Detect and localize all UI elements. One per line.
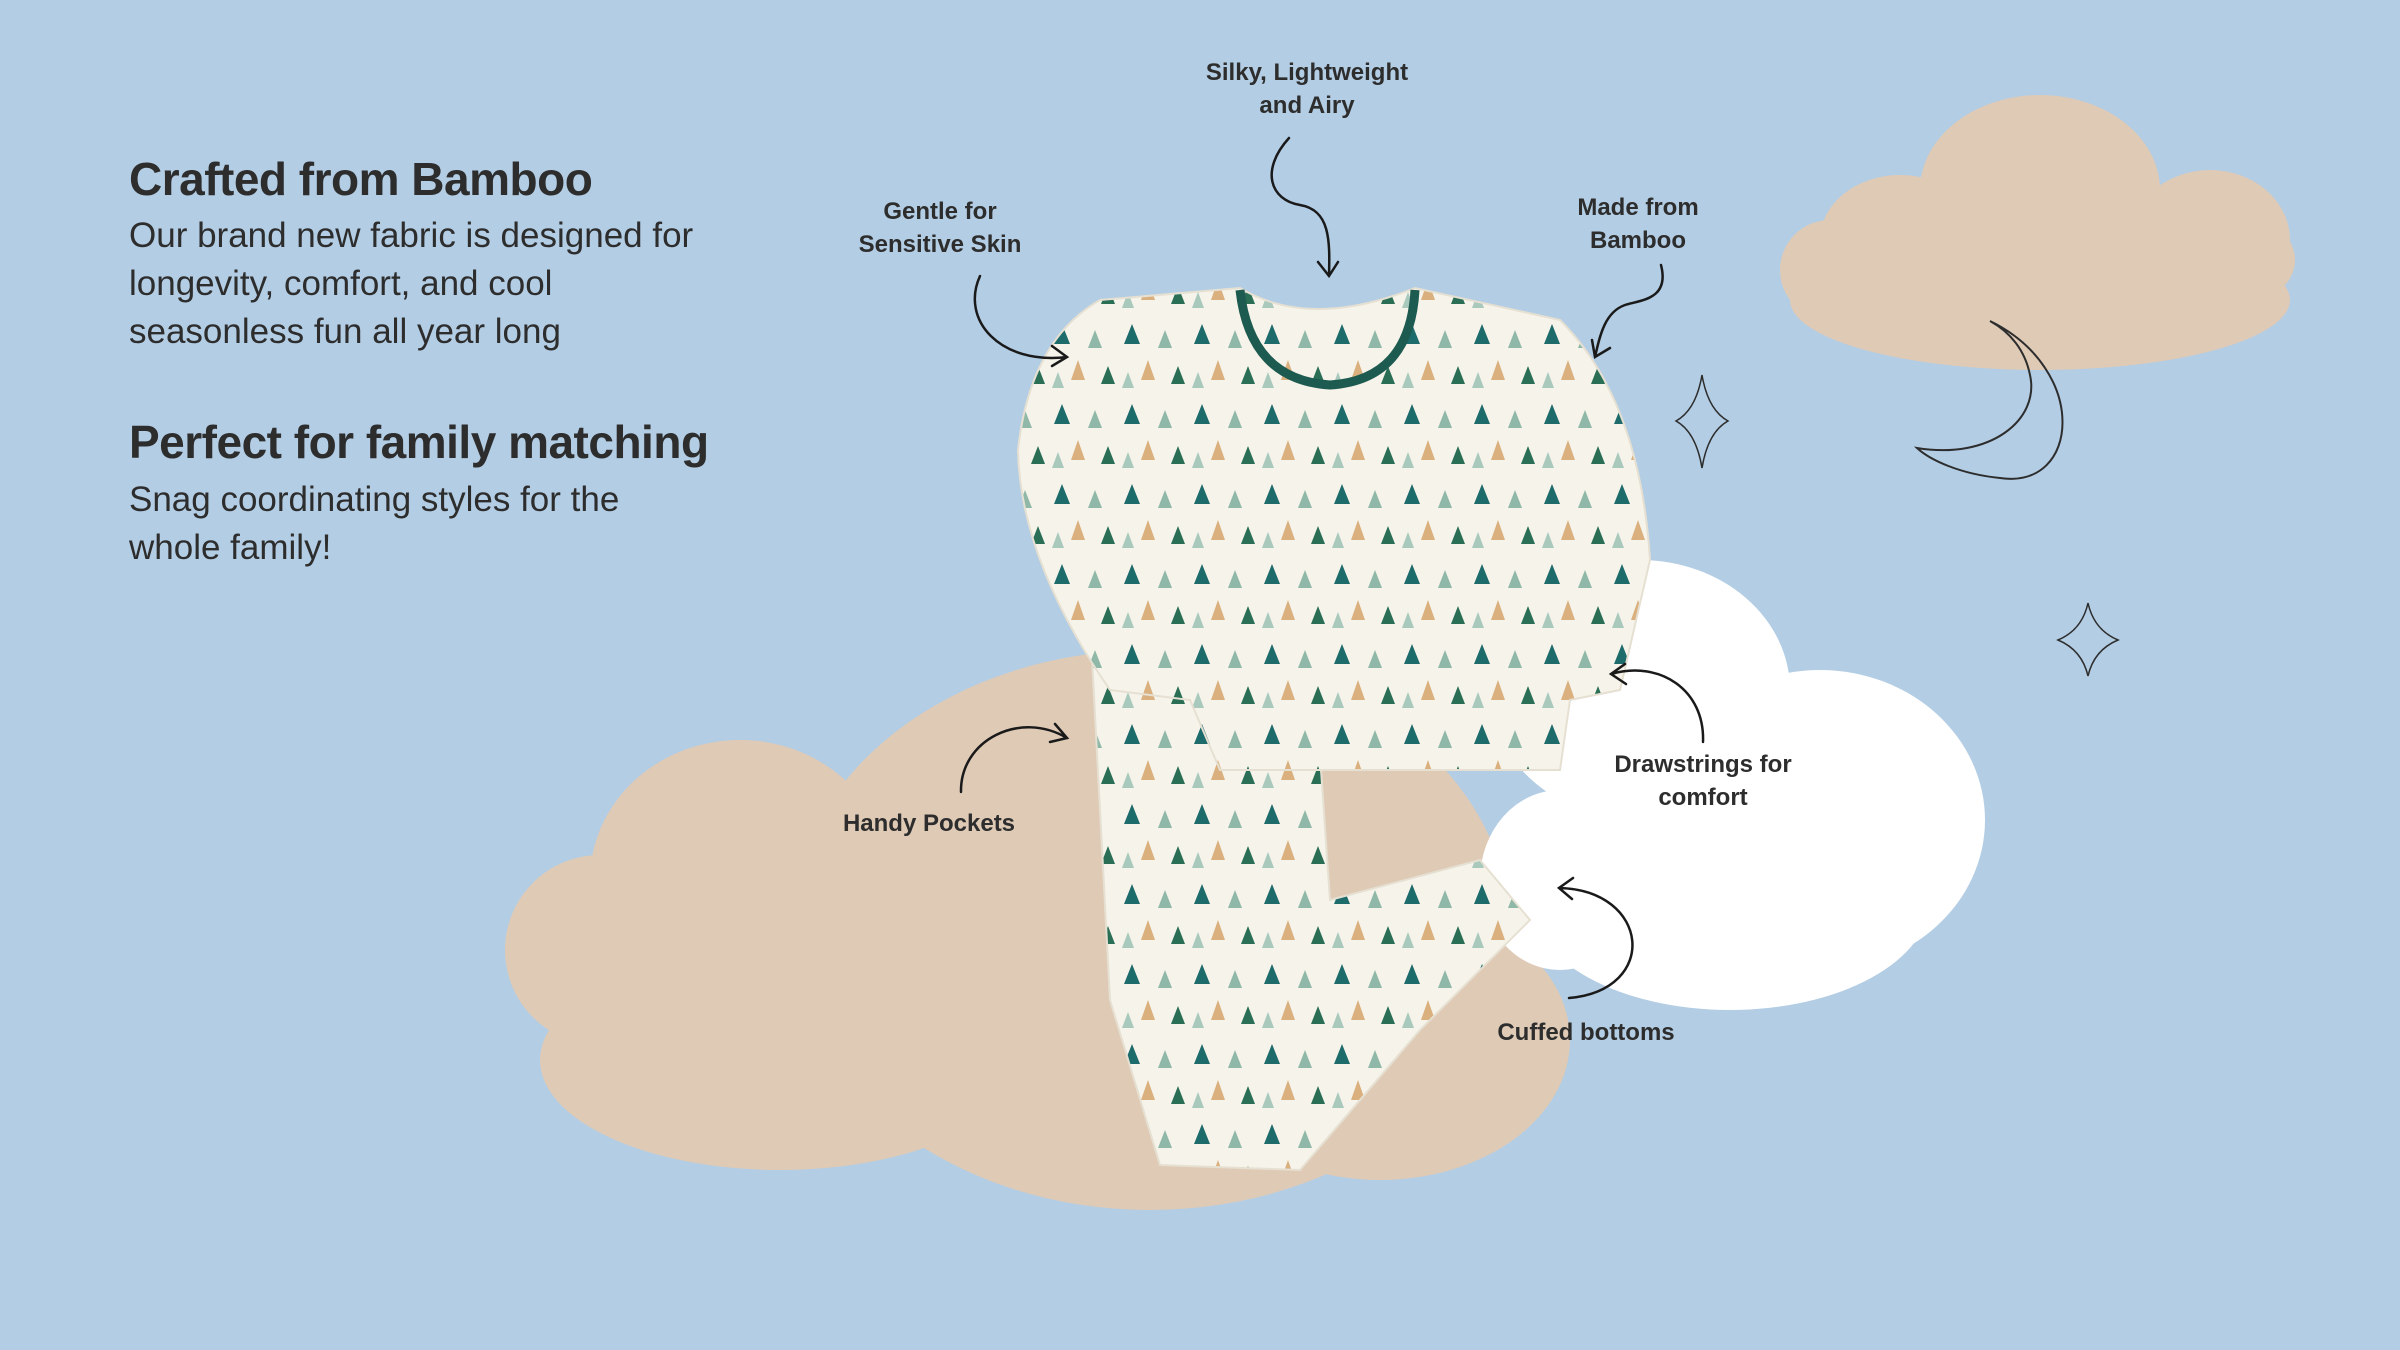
star-icon (1674, 374, 1730, 469)
arrow-pockets (959, 722, 1070, 794)
body-line: seasonless fun all year long (129, 312, 561, 351)
callout-line: Cuffed bottoms (1497, 1019, 1675, 1046)
callout-line: Gentle for (883, 198, 997, 225)
arrow-drawstrings (1608, 662, 1705, 744)
section-title-bamboo: Crafted from Bamboo (129, 153, 593, 205)
star-icon (2056, 602, 2120, 677)
callout-silky: Silky, Lightweight and Airy (1206, 56, 1408, 122)
arrow-silky (1270, 136, 1340, 279)
pajama-shirt (1016, 286, 1652, 771)
arrow-gentle (973, 274, 1070, 368)
callout-line: Silky, Lightweight (1205, 59, 1409, 86)
callout-gentle: Gentle for Sensitive Skin (859, 195, 1022, 261)
callout-line: comfort (1658, 784, 1748, 811)
arrow-cuffed (1556, 876, 1634, 1000)
callout-cuffed: Cuffed bottoms (1497, 1016, 1674, 1049)
callout-line: Handy Pockets (842, 810, 1016, 837)
body-line: Our brand new fabric is designed for (129, 216, 694, 255)
callout-line: and Airy (1259, 92, 1355, 119)
beige-cloud-small (1780, 95, 2295, 370)
body-line: Snag coordinating styles for the (129, 480, 620, 519)
callout-line: Bamboo (1589, 227, 1686, 254)
shirt-collar-trim (1235, 289, 1420, 390)
white-cloud (1480, 560, 1985, 1010)
body-line: whole family! (129, 528, 332, 567)
moon-icon (1913, 320, 2064, 480)
pajama-set-image (1016, 286, 1652, 1172)
section-body-family: Snag coordinating styles for the whole f… (129, 476, 779, 572)
body-line: longevity, comfort, and cool (129, 264, 553, 303)
callout-line: Made from (1577, 194, 1699, 221)
arrow-bamboo (1590, 263, 1664, 360)
callout-drawstrings: Drawstrings for comfort (1614, 748, 1791, 814)
callout-line: Sensitive Skin (858, 231, 1022, 258)
callout-bamboo: Made from Bamboo (1577, 191, 1698, 257)
section-body-bamboo: Our brand new fabric is designed for lon… (129, 212, 779, 356)
callout-line: Drawstrings for (1614, 751, 1792, 778)
callout-pockets: Handy Pockets (843, 807, 1015, 840)
section-title-family: Perfect for family matching (129, 416, 709, 468)
